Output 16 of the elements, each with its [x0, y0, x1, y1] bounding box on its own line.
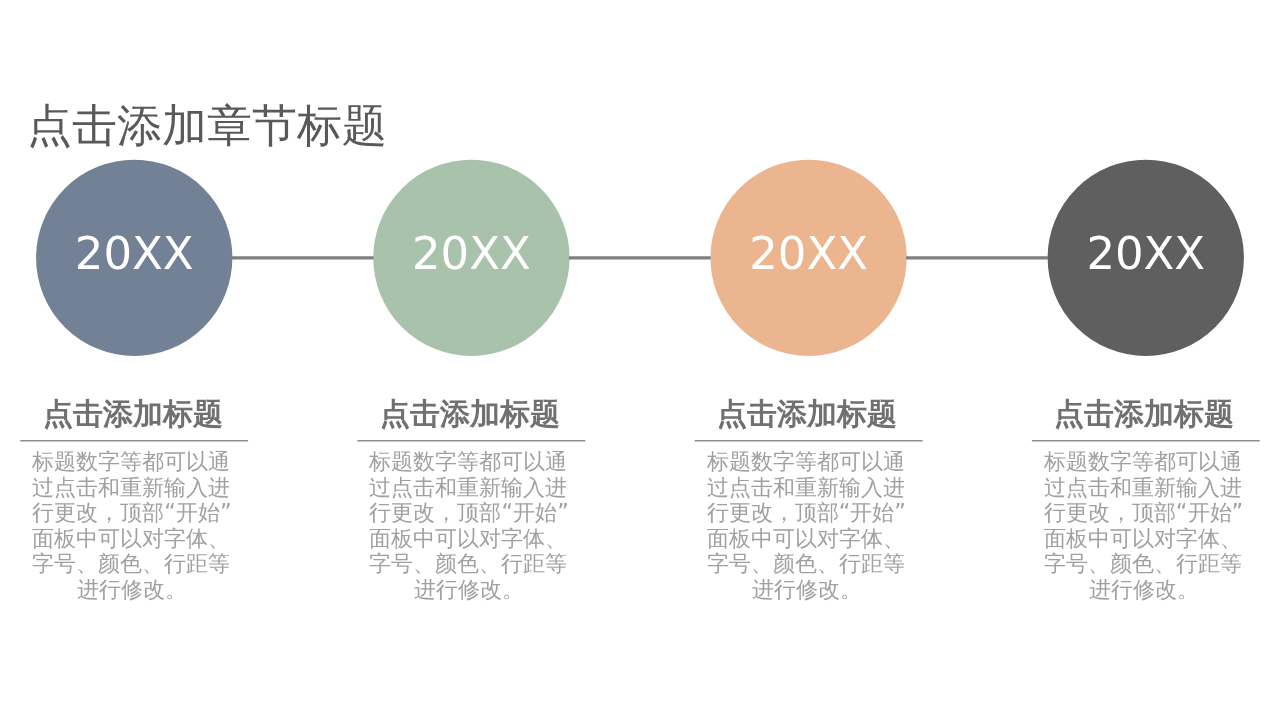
- node-label: 标题数字等都可以通过点击和重新输入进行更改，顶部“开始”面板中可以对字体、字号、颜色、行距等进行修改。: [32, 447, 232, 602]
- node-label: 点击添加标题: [42, 395, 223, 431]
- node-label: 标题数字等都可以通过点击和重新输入进行更改，顶部“开始”面板中可以对字体、字号、颜色、行距等进行修改。: [706, 447, 906, 602]
- connector: [906, 255, 1048, 259]
- node-circle: 20XX: [710, 159, 907, 356]
- node-circle: 20XX: [1047, 159, 1244, 356]
- node-label: 点击添加标题: [1054, 395, 1235, 431]
- node-label: 标题数字等都可以通过点击和重新输入进行更改，顶部“开始”面板中可以对字体、字号、颜色、行距等进行修改。: [369, 447, 569, 602]
- node-circle: 20XX: [36, 159, 233, 356]
- node-label: 点击添加标题: [717, 395, 898, 431]
- node-circle: 20XX: [373, 159, 570, 356]
- node-label: 点击添加标题: [379, 395, 560, 431]
- diagram-title: 点击添加章节标题: [26, 98, 387, 152]
- node-label: 标题数字等都可以通过点击和重新输入进行更改，顶部“开始”面板中可以对字体、字号、颜色、行距等进行修改。: [1043, 447, 1244, 602]
- connector: [231, 255, 374, 259]
- connector: [568, 255, 711, 259]
